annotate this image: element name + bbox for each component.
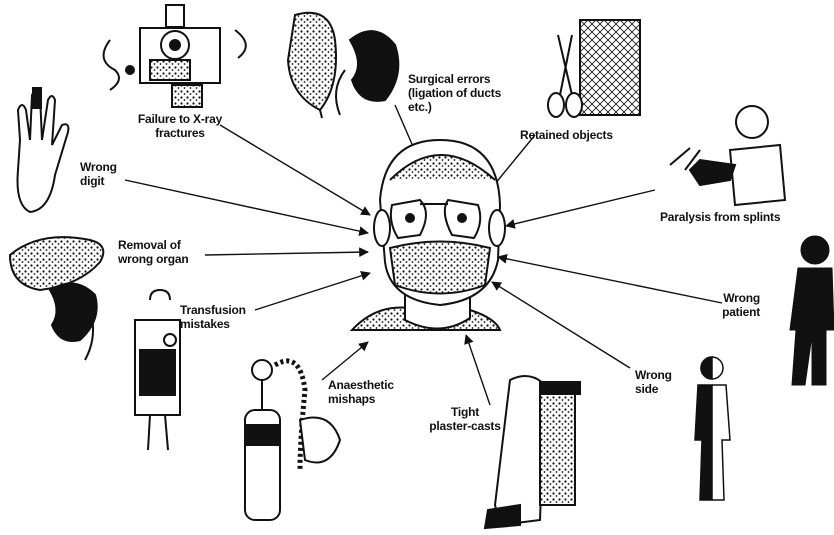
plaster-cast-illustration — [485, 376, 580, 528]
arrow-xray — [220, 125, 370, 215]
paralysis-illustration — [670, 106, 785, 205]
label-paralysis: Paralysis from splints — [660, 210, 790, 224]
label-plaster-casts: Tight plaster-casts — [420, 405, 510, 433]
label-wrong-digit: Wrong digit — [80, 160, 140, 188]
arrow-paralysis — [506, 190, 655, 226]
xray-illustration — [104, 5, 246, 107]
arrow-digit — [125, 180, 368, 233]
transfusion-illustration — [135, 290, 180, 450]
label-surgical-errors: Surgical errors (ligation of ducts etc.) — [408, 72, 518, 114]
surgical-illustration — [288, 13, 398, 118]
surgeon-illustration — [352, 140, 505, 330]
arrow-patient — [498, 257, 722, 303]
label-wrong-patient: Wrong patient — [700, 291, 760, 319]
label-transfusion: Transfusion mistakes — [180, 303, 270, 331]
organ-illustration — [10, 237, 103, 360]
arrow-anaesthetic — [322, 342, 368, 380]
arrow-transfusion — [255, 273, 370, 310]
label-retained-objects: Retained objects — [520, 128, 630, 142]
arrow-organ — [205, 252, 368, 255]
wrong-patient-figure — [790, 236, 834, 385]
wrong-side-figure — [695, 357, 730, 500]
label-wrong-organ: Removal of wrong organ — [118, 238, 218, 266]
anaesthetic-illustration — [245, 360, 340, 520]
label-wrong-side: Wrong side — [635, 368, 695, 396]
label-anaesthetic: Anaesthetic mishaps — [328, 378, 418, 406]
arrow-side — [492, 282, 630, 368]
label-xray: Failure to X-ray fractures — [125, 112, 235, 140]
retained-objects-illustration — [548, 20, 640, 117]
hand-illustration — [18, 88, 69, 212]
arrow-plaster — [466, 335, 490, 405]
